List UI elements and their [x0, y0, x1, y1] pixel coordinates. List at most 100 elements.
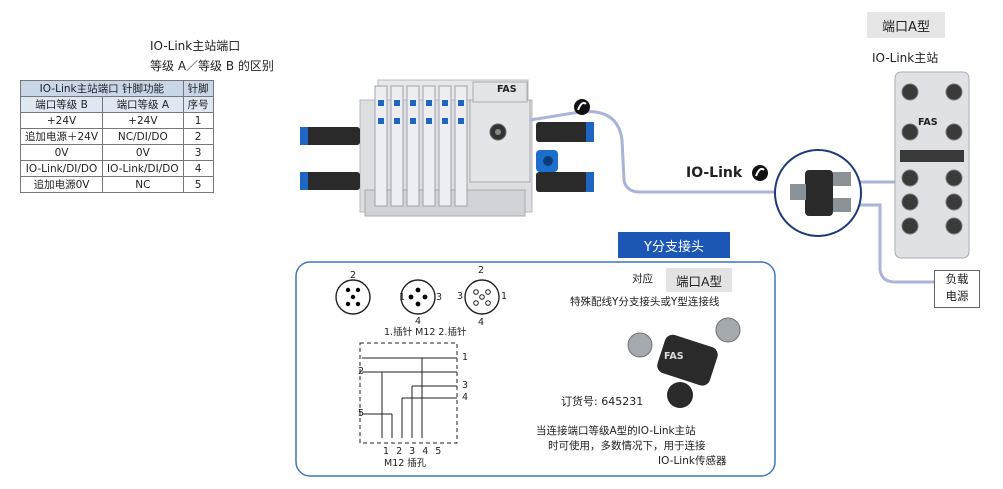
m12-socket-face [464, 279, 500, 315]
valve-slice [390, 85, 404, 207]
cell: 5 [182, 176, 214, 193]
m12-pin-face-5pin [335, 279, 371, 315]
cell: 1 [182, 112, 214, 129]
face-pin-number: 4 [415, 316, 422, 327]
io-link-icon [752, 165, 768, 181]
face-pin-number: 3 [436, 292, 443, 303]
master-port-label: 端口A型 [867, 12, 945, 38]
master-port [901, 123, 919, 141]
valve-indicator [410, 100, 416, 106]
load-power-label: 负载 电源 [934, 270, 980, 308]
valve-indicator [410, 118, 416, 124]
valve-indicator [442, 100, 448, 106]
left-fittings [305, 122, 588, 192]
cell: 2 [182, 128, 214, 145]
cell: 追加电源0V [19, 176, 104, 193]
m12-pin-caption: 1.插针 M12 2.插针 [384, 327, 467, 338]
cell: IO-Link/DI/DO [19, 160, 104, 177]
io-link-master-module [894, 71, 970, 259]
valve-slice [438, 85, 452, 207]
description-line: 时可使用，多数情况下，用于连接 [548, 440, 706, 452]
schematic-pin-number: 1 [462, 352, 469, 363]
m12-pin-face-4pin [400, 279, 436, 315]
page-title: IO-Link主站端口 [150, 39, 241, 53]
master-port [901, 83, 919, 101]
face-pin-number: 2 [478, 265, 485, 276]
master-port [945, 193, 963, 211]
valve-indicator [426, 100, 432, 106]
load-label-line1: 负载 [945, 272, 969, 286]
master-port [901, 217, 919, 235]
valve-indicator [458, 100, 464, 106]
valve-indicator [394, 118, 400, 124]
cell: 追加电源＋24V [19, 128, 104, 145]
face-pin-number: 1 [399, 292, 406, 303]
schematic-pin-number: 4 [462, 392, 469, 403]
valve-slice [374, 85, 388, 207]
pin-function-table: IO-Link主站端口 针脚功能 针脚 端口等级 B 端口等级 A 序号 +24… [19, 80, 214, 193]
valve-slice [422, 85, 436, 207]
panel-port-label: 端口A型 [666, 268, 732, 292]
cell: +24V [102, 112, 184, 129]
face-pin-number: 1 [501, 291, 508, 302]
io-link-label: IO-Link [686, 165, 743, 181]
load-label-line2: 电源 [945, 289, 969, 303]
socket-pin-numbers: 1 2 3 4 5 [383, 446, 444, 457]
valve-slice [406, 85, 420, 207]
valve-indicator [394, 100, 400, 106]
valve-indicator [458, 118, 464, 124]
wiring-schematic [359, 342, 458, 444]
schematic-pin-number: 2 [358, 366, 365, 377]
m12-socket-caption: M12 插孔 [384, 458, 427, 469]
order-number: 订货号: 645231 [561, 395, 644, 408]
master-port [945, 123, 963, 141]
valve-indicator [426, 118, 432, 124]
cell: 0V [19, 144, 104, 161]
brand-logo: FAS [918, 117, 938, 128]
cell: 4 [182, 160, 214, 177]
valve-indicator [378, 118, 384, 124]
face-pin-number: 2 [350, 270, 357, 281]
brand-logo: FAS [497, 84, 517, 95]
valve-indicator [442, 118, 448, 124]
master-port [945, 169, 963, 187]
cell: 0V [102, 144, 184, 161]
cell: +24V [19, 112, 104, 129]
description-line: IO-Link传感器 [658, 455, 727, 467]
valve-terminal [300, 79, 594, 217]
cell: NC [102, 176, 184, 193]
y-adapter-product [627, 317, 741, 408]
face-pin-number: 3 [457, 291, 464, 302]
panel-feature: 特殊配线Y分支接头或Y型连接线 [570, 296, 720, 308]
table-header-function: IO-Link主站端口 针脚功能 [20, 80, 184, 97]
table-header-seq: 序号 [182, 96, 214, 113]
master-port [945, 83, 963, 101]
master-port [945, 217, 963, 235]
description-line: 当连接端口等级A型的IO-Link主站 [536, 425, 696, 437]
load-cable [845, 203, 934, 284]
cell: IO-Link/DI/DO [102, 160, 184, 177]
y-connector-part [790, 170, 851, 216]
table-header-class-b: 端口等级 B [19, 96, 104, 113]
schematic-pin-number: 5 [358, 408, 365, 419]
y-connector-panel [295, 261, 776, 477]
cell: NC/DI/DO [102, 128, 184, 145]
table-header-class-a: 端口等级 A [102, 96, 184, 113]
y-connector-banner: Y分支接头 [618, 232, 730, 258]
schematic-pin-number: 3 [462, 380, 469, 391]
table-header-pin: 针脚 [182, 80, 214, 97]
page-subtitle: 等级 A／等级 B 的区别 [150, 59, 274, 73]
panel-correspond: 对应 [632, 273, 653, 285]
master-port [901, 193, 919, 211]
io-link-cable [529, 110, 790, 194]
io-link-icon [574, 99, 590, 115]
master-port [901, 169, 919, 187]
cell: 3 [182, 144, 214, 161]
